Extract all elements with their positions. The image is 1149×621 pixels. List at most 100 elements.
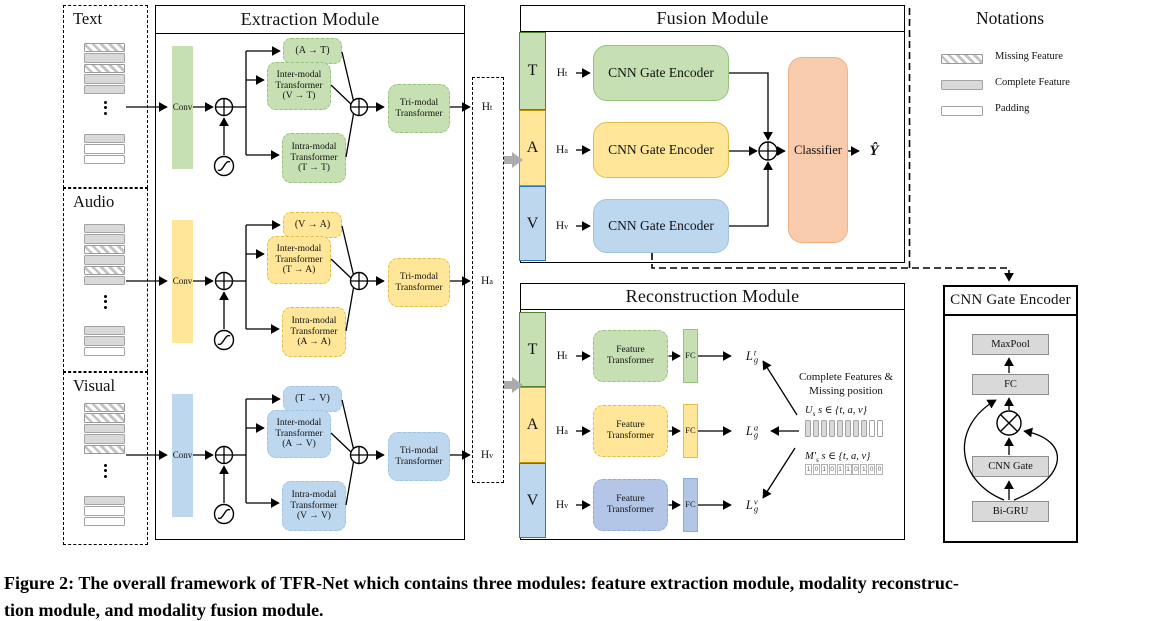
ellipsis-dots <box>102 461 108 480</box>
predicted-output-label: Ŷ <box>869 142 879 159</box>
mask-bit-box: 0 <box>876 464 884 475</box>
recon-modality-bar-A: A <box>519 387 546 463</box>
legend-swatch-padding <box>941 106 983 116</box>
feature-bar-missing <box>84 244 125 255</box>
fusion-modality-bar-V: V <box>519 186 546 261</box>
inter-modal-transformer-block: Inter-modal Transformer (V → T) <box>267 62 331 110</box>
feature-bar-complete <box>84 74 125 84</box>
ellipsis-dot <box>103 463 107 467</box>
inter-modal-transformer-block: Inter-modal Transformer (T → A) <box>267 236 331 284</box>
input-panel-visual: Visual <box>63 372 148 545</box>
u-feature-bar-padding <box>877 420 884 437</box>
extraction-module-title: Extraction Module <box>156 6 464 34</box>
u-feature-bar-padding <box>869 420 876 437</box>
input-panel-label: Text <box>73 9 103 28</box>
input-panel-text: Text <box>63 5 148 188</box>
input-panel-audio: Audio <box>63 188 148 372</box>
notations-title: Notations <box>975 8 1045 29</box>
feature-bar-padding <box>84 144 125 154</box>
feature-bar-padding <box>84 506 125 516</box>
recon-modality-bar-T: T <box>519 312 546 387</box>
conv-block: Conv <box>172 46 193 169</box>
ellipsis-dot <box>103 300 107 304</box>
mask-bit-box: 1 <box>836 464 844 475</box>
feature-bar-complete <box>84 134 125 144</box>
feature-bar-complete <box>84 434 125 444</box>
feature-bar-missing <box>84 444 125 454</box>
feature-bar-missing <box>84 265 125 275</box>
feature-bar-missing <box>84 403 125 413</box>
intra-modal-transformer-block: Intra-modal Transformer (V → V) <box>282 481 346 531</box>
feature-bar-missing <box>84 413 125 423</box>
tri-modal-transformer-block: Tri-modal Transformer <box>388 84 450 133</box>
cge-bigru-block: Bi-GRU <box>972 501 1049 522</box>
mask-bit-box: 0 <box>852 464 860 475</box>
u-feature-bar-complete <box>853 420 860 437</box>
input-panel-label: Audio <box>73 192 115 211</box>
ellipsis-dots <box>102 98 108 117</box>
legend-label-padding: Padding <box>995 103 1030 114</box>
figure-caption-line2: tion module, and modality fusion module. <box>4 600 324 620</box>
cnn-gate-encoder-block-a: CNN Gate Encoder <box>593 122 729 178</box>
tri-modal-transformer-block: Tri-modal Transformer <box>388 258 450 307</box>
feature-bar-complete <box>84 326 125 336</box>
feature-bar-complete <box>84 496 125 506</box>
fusion-modality-bar-A: A <box>519 110 546 186</box>
feature-transformer-block-v: Feature Transformer <box>593 479 668 531</box>
ellipsis-dot <box>103 469 107 473</box>
tri-modal-transformer-block: Tri-modal Transformer <box>388 432 450 481</box>
ellipsis-dots <box>102 292 108 311</box>
feature-bar-complete <box>84 255 125 265</box>
u-feature-bar-complete <box>829 420 836 437</box>
ellipsis-dot <box>103 474 107 478</box>
reconstruction-module-title: Reconstruction Module <box>521 284 904 310</box>
cross-modal-label-block: (A → T) <box>283 38 342 64</box>
legend-swatch-complete <box>941 80 983 90</box>
legend-label-missing: Missing Feature <box>995 51 1063 62</box>
feature-bar-complete <box>84 234 125 244</box>
feature-bar-complete <box>84 84 125 94</box>
inter-modal-transformer-block: Inter-modal Transformer (A → V) <box>267 410 331 458</box>
feature-transformer-block-t: Feature Transformer <box>593 330 668 382</box>
mask-bit-box: 0 <box>868 464 876 475</box>
feature-bar-padding <box>84 346 125 357</box>
feature-bar-missing <box>84 43 125 53</box>
u-feature-bars <box>805 420 895 438</box>
feature-bar-complete <box>84 276 125 286</box>
feature-bar-complete <box>84 336 125 346</box>
fc-bar-a: FC <box>683 404 698 458</box>
figure-caption-line1: Figure 2: The overall framework of TFR-N… <box>4 573 959 593</box>
m-mask-expression: M′s s ∈ {t, a, v} <box>805 451 871 465</box>
mask-bit-box: 1 <box>844 464 852 475</box>
input-panel-label: Visual <box>73 376 116 395</box>
mask-bit-box: 1 <box>805 464 812 475</box>
feature-bar-complete <box>84 423 125 434</box>
u-feature-bar-complete <box>837 420 844 437</box>
feature-bar-padding <box>84 516 125 527</box>
ellipsis-dot <box>103 100 107 104</box>
feature-bar-complete <box>84 224 125 234</box>
u-feature-bar-complete <box>821 420 828 437</box>
legend-label-complete: Complete Feature <box>995 77 1070 88</box>
classifier-block: Classifier <box>788 57 848 243</box>
u-feature-bar-complete <box>805 420 812 437</box>
mask-bit-box: 0 <box>828 464 836 475</box>
u-features-expression: Us s ∈ {t, a, v} <box>805 405 867 419</box>
cge-cnn-gate-block: CNN Gate <box>972 456 1049 477</box>
fc-bar-t: FC <box>683 329 698 383</box>
cge-detail-box: CNN Gate Encoder <box>943 285 1078 543</box>
cnn-gate-encoder-block-v: CNN Gate Encoder <box>593 199 729 253</box>
ellipsis-dot <box>103 305 107 309</box>
fc-bar-v: FC <box>683 478 698 532</box>
